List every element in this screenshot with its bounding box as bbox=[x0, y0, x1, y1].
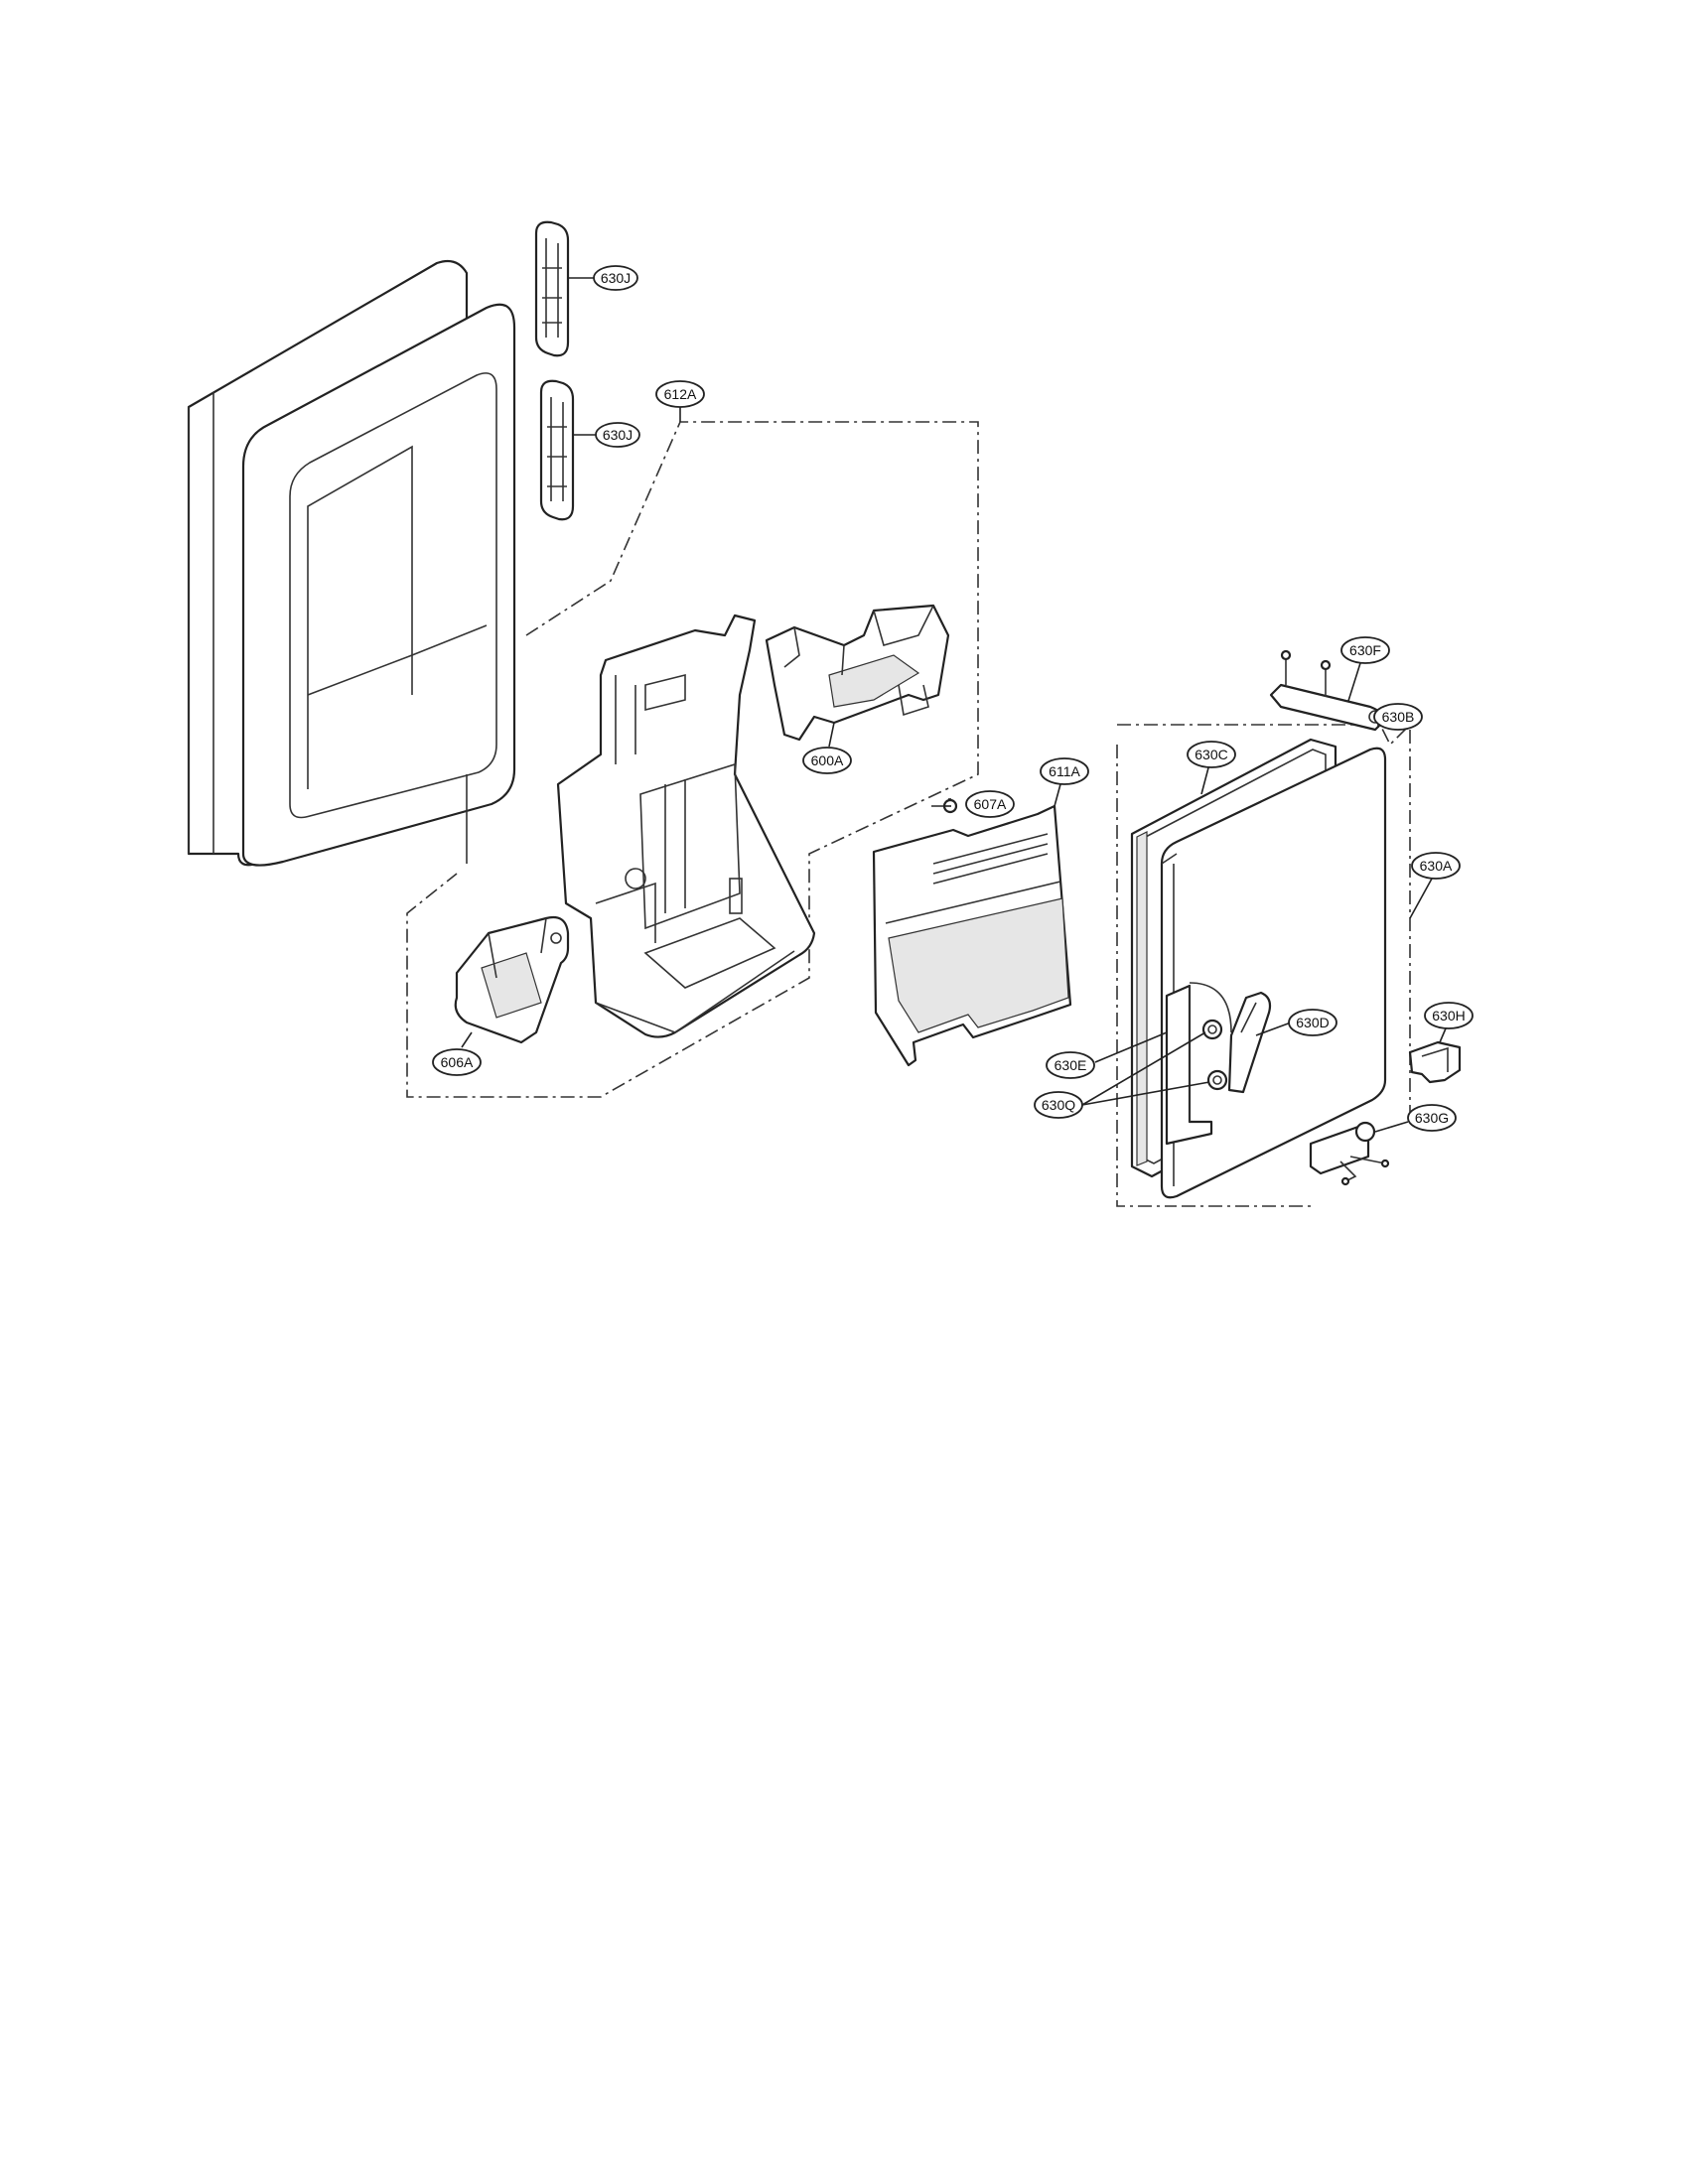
door-cam bbox=[1227, 991, 1272, 1094]
callout-630D: 630D bbox=[1288, 1009, 1337, 1036]
washer-upper bbox=[1201, 1019, 1223, 1040]
svg-text:630Q: 630Q bbox=[1042, 1097, 1075, 1113]
svg-text:630F: 630F bbox=[1349, 642, 1381, 658]
svg-text:630E: 630E bbox=[1055, 1057, 1087, 1073]
callout-630A: 630A bbox=[1411, 852, 1461, 880]
hinge-cover-630H bbox=[1408, 1040, 1462, 1084]
washer-lower bbox=[1206, 1069, 1228, 1091]
callout-612A: 612A bbox=[655, 380, 705, 408]
callout-630H: 630H bbox=[1424, 1002, 1474, 1029]
dispenser-flap-assembly bbox=[454, 915, 570, 1044]
callout-606A: 606A bbox=[432, 1048, 482, 1076]
bottom-hinge-plate bbox=[1309, 1121, 1390, 1186]
callout-630G: 630G bbox=[1407, 1104, 1457, 1132]
door-outer-panel bbox=[187, 259, 516, 867]
callout-600A: 600A bbox=[802, 747, 852, 774]
callout-630J-bottom: 630J bbox=[595, 422, 640, 448]
assembly-boundary-612A bbox=[406, 421, 979, 1098]
dispenser-cover-panel bbox=[872, 804, 1072, 1067]
dispenser-housing bbox=[556, 614, 816, 1038]
svg-text:630B: 630B bbox=[1382, 709, 1415, 725]
svg-text:630J: 630J bbox=[601, 270, 631, 286]
handle-cap-bottom bbox=[539, 379, 575, 521]
svg-text:630G: 630G bbox=[1415, 1110, 1449, 1126]
assembly-boundary-630A bbox=[1116, 724, 1411, 1207]
svg-text:630D: 630D bbox=[1296, 1015, 1329, 1030]
svg-text:600A: 600A bbox=[811, 752, 844, 768]
callout-630J-top: 630J bbox=[593, 265, 638, 291]
svg-text:630J: 630J bbox=[603, 427, 633, 443]
callout-630Q: 630Q bbox=[1034, 1091, 1083, 1119]
svg-text:630H: 630H bbox=[1432, 1008, 1465, 1024]
svg-text:630C: 630C bbox=[1195, 747, 1227, 762]
ice-maker-assembly bbox=[765, 604, 950, 742]
callout-611A: 611A bbox=[1040, 757, 1089, 785]
callout-607A: 607A bbox=[965, 790, 1015, 818]
handle-cap-top bbox=[534, 220, 570, 357]
callout-630B: 630B bbox=[1373, 703, 1423, 731]
callout-630C: 630C bbox=[1187, 741, 1236, 768]
svg-text:630A: 630A bbox=[1420, 858, 1453, 874]
lower-hinge-bracket bbox=[1165, 982, 1232, 1146]
svg-text:612A: 612A bbox=[664, 386, 697, 402]
svg-text:611A: 611A bbox=[1049, 763, 1080, 779]
svg-text:607A: 607A bbox=[974, 796, 1007, 812]
callout-630E: 630E bbox=[1046, 1051, 1095, 1079]
svg-text:606A: 606A bbox=[441, 1054, 474, 1070]
callout-630F: 630F bbox=[1340, 636, 1390, 664]
